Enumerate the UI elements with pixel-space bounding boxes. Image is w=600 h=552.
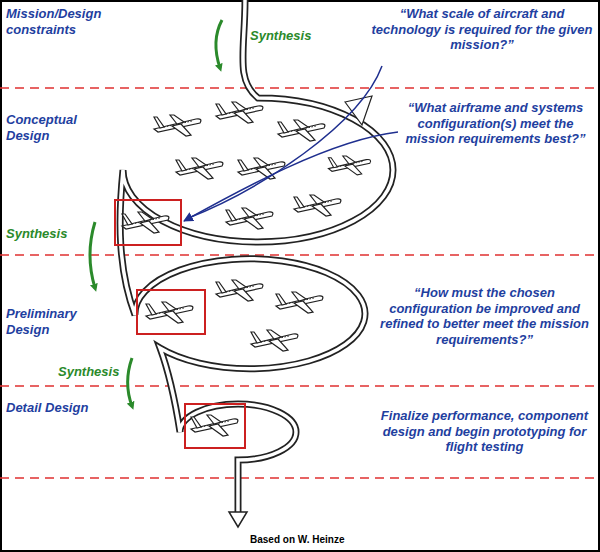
- band-dividers: [0, 88, 600, 478]
- phase-name: Preliminary Design: [6, 306, 116, 337]
- synthesis-label: Synthesis: [58, 364, 128, 380]
- spiral-ribbon: [120, 0, 393, 527]
- design-question: “What airframe and systems configuration…: [394, 100, 597, 147]
- phase-task: Finalize performance, component design a…: [372, 408, 597, 455]
- design-question: “What scale of aircraft and technology i…: [368, 6, 596, 53]
- selected-configuration-box: [115, 200, 245, 448]
- synthesis-label: Synthesis: [6, 226, 86, 242]
- phase-name: Conceptual Design: [6, 112, 111, 143]
- selection-pointer: [184, 66, 398, 221]
- aircraft-configurations: [122, 96, 372, 436]
- phase-name: Mission/Design constraints: [6, 6, 116, 37]
- design-question: “How must the chosen configuration be im…: [372, 285, 597, 347]
- synthesis-arrow: [90, 20, 222, 406]
- phase-name: Detail Design: [6, 400, 116, 416]
- synthesis-label: Synthesis: [250, 28, 340, 44]
- source-note: Based on W. Heinze: [250, 534, 400, 546]
